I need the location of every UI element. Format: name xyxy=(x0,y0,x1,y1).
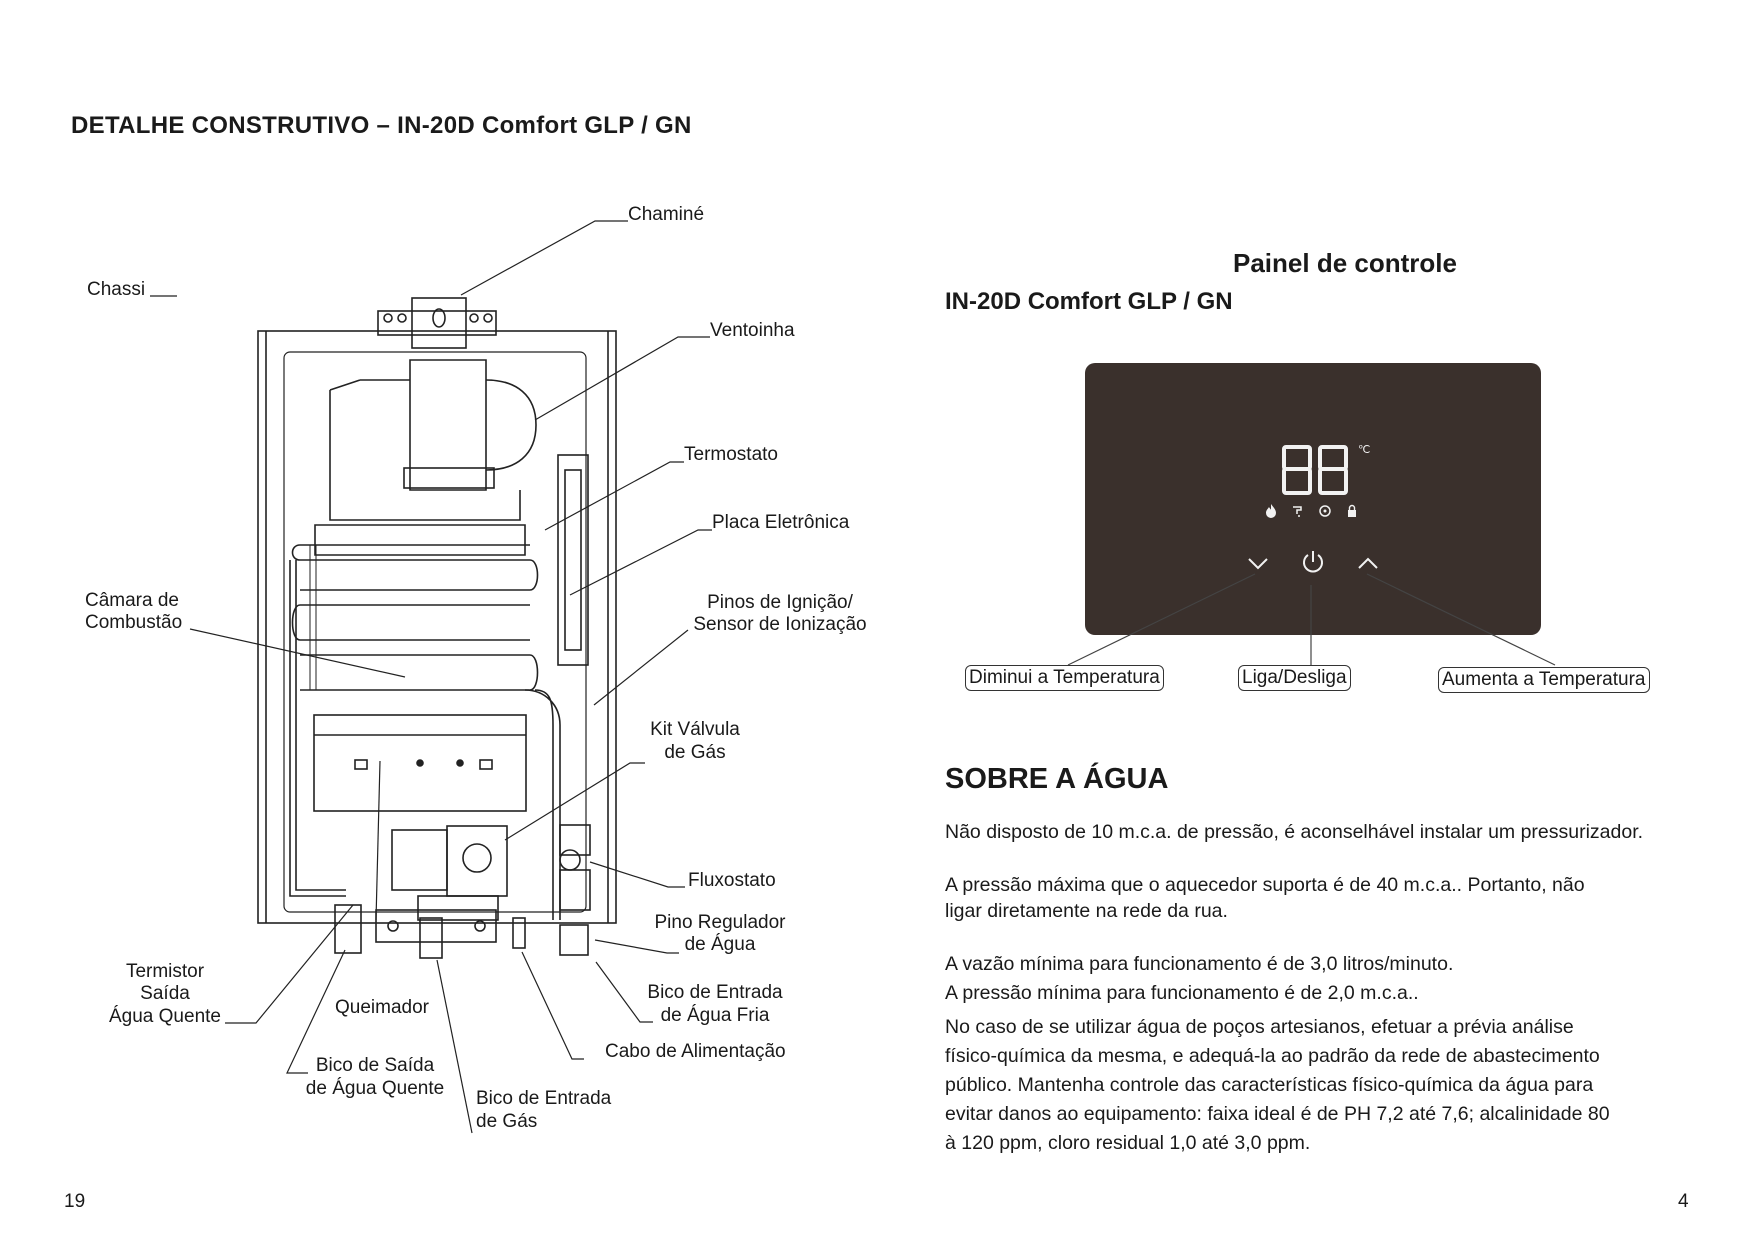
unit-label: ℃ xyxy=(1358,444,1371,456)
panel-title: Painel de controle xyxy=(1233,248,1457,278)
up-button-label: Aumenta a Temperatura xyxy=(1438,667,1650,693)
paragraph-well-water-line1: No caso de se utilizar água de poços art… xyxy=(945,1016,1574,1038)
label-kit-valvula-line1: Kit Válvula xyxy=(650,719,740,740)
down-arrow-icon[interactable] xyxy=(1246,556,1270,572)
label-termistor-line1: Termistor xyxy=(125,961,205,982)
label-fluxostato: Fluxostato xyxy=(688,870,776,891)
paragraph-pressurizer: Não disposto de 10 m.c.a. de pressão, é … xyxy=(945,821,1644,843)
label-pinos-line1: Pinos de Ignição/ xyxy=(707,592,853,613)
up-arrow-icon[interactable] xyxy=(1356,556,1380,572)
label-bico-quente-line2: de Água Quente xyxy=(305,1078,445,1099)
temperature-display xyxy=(1282,445,1348,495)
label-termistor-line3: Água Quente xyxy=(109,1006,221,1027)
label-cabo-alimentacao: Cabo de Alimentação xyxy=(605,1041,786,1062)
label-chassi: Chassi xyxy=(87,279,146,300)
label-termistor-line2: Saída xyxy=(140,983,190,1004)
heater-construction-diagram xyxy=(150,220,712,1134)
label-termostato: Termostato xyxy=(684,444,778,465)
power-button-label: Liga/Desliga xyxy=(1238,665,1351,691)
control-panel: ℃ xyxy=(1085,363,1541,635)
label-ventoinha: Ventoinha xyxy=(710,320,795,341)
label-pino-regulador-line1: Pino Regulador xyxy=(654,912,786,933)
flame-icon xyxy=(1266,504,1276,518)
tap-icon xyxy=(1293,506,1302,517)
label-pino-regulador-line2: de Água xyxy=(684,934,756,955)
status-icons xyxy=(1266,504,1356,518)
paragraph-well-water-line4: evitar danos ao equipamento: faixa ideal… xyxy=(945,1103,1610,1125)
label-queimador: Queimador xyxy=(335,997,429,1018)
label-bico-fria-line1: Bico de Entrada xyxy=(647,982,783,1003)
paragraph-well-water-line3: público. Mantenha controle das caracterí… xyxy=(945,1074,1594,1096)
down-button-label: Diminui a Temperatura xyxy=(965,665,1164,691)
label-bico-gas-line2: de Gás xyxy=(476,1111,538,1132)
page-number-right: 4 xyxy=(1678,1191,1689,1212)
label-pinos-line2: Sensor de Ionização xyxy=(693,614,867,635)
page-number-left: 19 xyxy=(64,1191,86,1212)
label-camara-line2: Combustão xyxy=(85,612,183,633)
label-camara-line1: Câmara de xyxy=(85,590,179,611)
panel-subtitle: IN-20D Comfort GLP / GN xyxy=(945,288,1233,315)
paragraph-min-flow: A vazão mínima para funcionamento é de 3… xyxy=(945,953,1454,975)
paragraph-min-pressure: A pressão mínima para funcionamento é de… xyxy=(945,982,1419,1004)
paragraph-max-pressure-line2: ligar diretamente na rede da rua. xyxy=(945,900,1228,922)
page-title: DETALHE CONSTRUTIVO – IN-20D Comfort GLP… xyxy=(71,112,692,139)
paragraph-max-pressure-line1: A pressão máxima que o aquecedor suporta… xyxy=(945,874,1585,896)
lock-icon xyxy=(1348,504,1356,517)
label-bico-fria-line2: de Água Fria xyxy=(660,1005,770,1026)
label-placa-eletronica: Placa Eletrônica xyxy=(712,512,850,533)
water-section-title: SOBRE A ÁGUA xyxy=(945,763,1169,795)
paragraph-well-water-line2: físico-química da mesma, e adequá-la ao … xyxy=(945,1045,1600,1067)
label-kit-valvula-line2: de Gás xyxy=(664,742,726,763)
fan-icon xyxy=(1319,505,1331,517)
power-icon[interactable] xyxy=(1300,549,1326,575)
label-chamine: Chaminé xyxy=(628,204,705,225)
label-bico-gas-line1: Bico de Entrada xyxy=(476,1088,612,1109)
label-bico-quente-line1: Bico de Saída xyxy=(315,1055,435,1076)
paragraph-well-water-line5: à 120 ppm, cloro residual 1,0 até 3,0 pp… xyxy=(945,1132,1311,1154)
